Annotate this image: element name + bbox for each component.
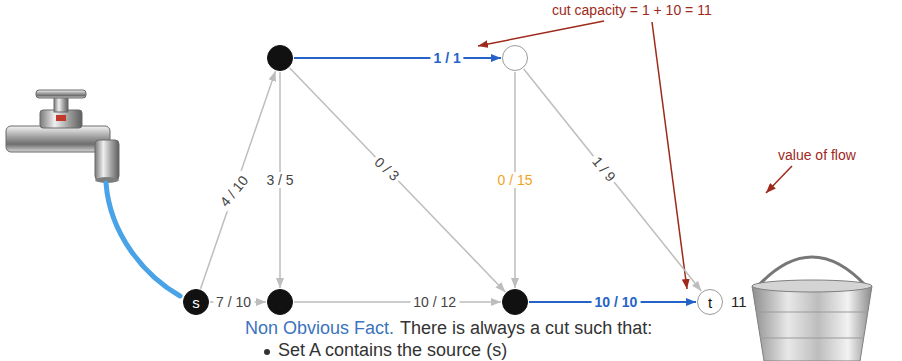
flow-edge <box>290 68 506 292</box>
flow-vertex <box>502 289 528 315</box>
flow-capacity-label: 0 / 15 <box>494 172 535 188</box>
vertex-label: s <box>192 295 200 310</box>
flow-vertex <box>502 45 528 71</box>
faucet-indicator <box>56 115 66 121</box>
bucket-rim <box>752 280 872 292</box>
faucet-handle <box>36 90 86 98</box>
faucet-pipe <box>6 126 110 152</box>
flow-capacity-label: 1 / 9 <box>587 151 621 187</box>
faucet-illustration <box>6 90 180 296</box>
bucket-body <box>752 286 872 361</box>
flow-capacity-label: 7 / 10 <box>213 294 254 310</box>
flow-vertex: s <box>183 289 209 315</box>
faucet-collar <box>40 110 82 128</box>
callout-arrow <box>652 22 687 289</box>
bucket-rib <box>756 312 868 313</box>
callout-note: value of flow <box>778 148 856 163</box>
flow-capacity-label: 3 / 5 <box>263 172 296 188</box>
faucet-spout <box>95 140 119 180</box>
callout-note: cut capacity = 1 + 10 = 11 <box>552 3 712 18</box>
water-stream <box>106 183 180 296</box>
fact-heading: Non Obvious Fact. <box>245 319 394 339</box>
bullet-dot <box>264 349 270 355</box>
flow-edge <box>294 301 501 303</box>
flow-capacity-label: 10 / 12 <box>410 294 459 310</box>
flow-capacity-label: 10 / 10 <box>591 294 640 310</box>
callout-arrow <box>478 21 604 46</box>
flow-capacity-label: 1 / 1 <box>431 50 464 66</box>
bucket-rib <box>760 338 864 339</box>
vertex-label: t <box>708 295 712 310</box>
flow-edge <box>524 69 702 291</box>
flow-vertex <box>267 289 293 315</box>
flow-capacity-label: 4 / 10 <box>215 170 254 212</box>
callout-arrow <box>766 166 792 193</box>
bullet-text: Set A contains the source (s) <box>278 341 507 361</box>
flow-value: 11 <box>731 294 747 311</box>
flow-vertex: t <box>697 289 723 315</box>
flow-edge <box>294 57 501 59</box>
bucket-illustration <box>752 257 872 361</box>
flow-vertex <box>267 45 293 71</box>
fact-text: There is always a cut such that: <box>400 319 652 339</box>
